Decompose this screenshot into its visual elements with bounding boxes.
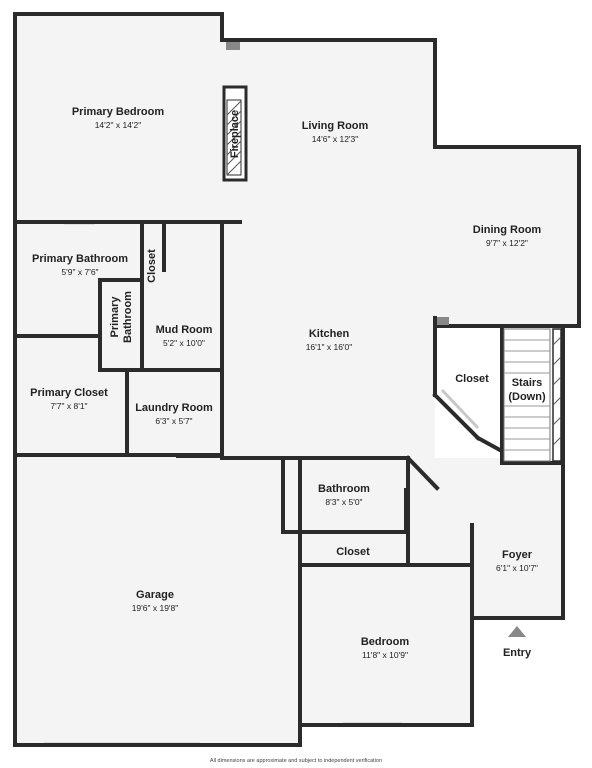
mud-room-dims: 5'2" x 10'0" (163, 338, 205, 348)
stairs (503, 328, 562, 462)
laundry-room-name: Laundry Room (135, 402, 213, 414)
closet-stairs-label: Closet (455, 373, 489, 385)
floor-fill (15, 14, 579, 745)
fireplace-label: Fireplace (229, 110, 241, 158)
bedroom-name: Bedroom (361, 636, 410, 648)
dining-room-name: Dining Room (473, 224, 542, 236)
garage-name: Garage (136, 589, 174, 601)
foyer-name: Foyer (502, 549, 533, 561)
laundry-room-dims: 6'3" x 5'7" (155, 416, 192, 426)
door-lines (176, 370, 458, 567)
stairs-line1: Stairs (512, 377, 543, 389)
kitchen-dims: 16'1" x 16'0" (306, 342, 353, 352)
closet-small-label: Closet (146, 249, 158, 283)
primary-bedroom-name: Primary Bedroom (72, 106, 165, 118)
fireplace (222, 85, 248, 182)
dining-room-dims: 9'7" x 12'2" (486, 238, 528, 248)
closet-bedroom-label: Closet (336, 546, 370, 558)
primary-bathroom-2-line2: Bathroom (122, 291, 134, 343)
chimney-block (226, 42, 240, 50)
primary-bathroom-name: Primary Bathroom (32, 253, 128, 265)
entry-label: Entry (503, 647, 532, 659)
column-block (437, 317, 449, 325)
primary-bedroom-dims: 14'2" x 14'2" (95, 120, 142, 130)
closet-window (440, 388, 480, 430)
foyer-dims: 6'1" x 10'7" (496, 563, 538, 573)
garage-dims: 19'6" x 19'8" (132, 603, 179, 613)
primary-bathroom-dims: 5'9" x 7'6" (61, 267, 98, 277)
bedroom-dims: 11'8" x 10'9" (362, 650, 408, 660)
living-room-name: Living Room (302, 120, 369, 132)
entry-arrow-icon (508, 626, 526, 637)
primary-closet-name: Primary Closet (30, 387, 108, 399)
room-labels: Primary Bedroom 14'2" x 14'2" Living Roo… (30, 106, 546, 660)
kitchen-name: Kitchen (309, 328, 350, 340)
mud-room-name: Mud Room (156, 324, 213, 336)
bathroom-dims: 8'3" x 5'0" (325, 497, 362, 507)
living-room-dims: 14'6" x 12'3" (312, 134, 359, 144)
primary-bathroom-2-line1: Primary (109, 296, 121, 338)
bathroom-name: Bathroom (318, 483, 370, 495)
disclaimer-footer: All dimensions are approximate and subje… (209, 758, 383, 764)
primary-closet-dims: 7'7" x 8'1" (50, 401, 87, 411)
stairs-line2: (Down) (508, 391, 546, 403)
